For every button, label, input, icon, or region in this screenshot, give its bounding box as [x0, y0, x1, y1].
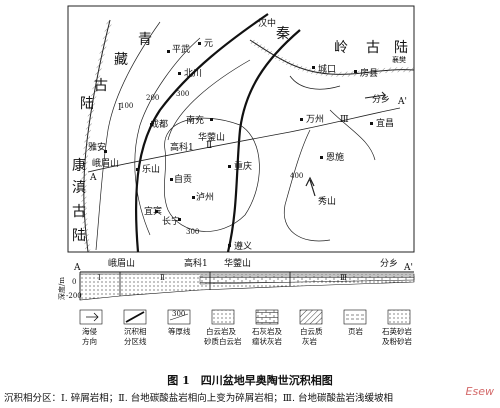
section-left: 峨眉山 — [108, 257, 135, 269]
legend-6-line1: 白云质 — [300, 326, 323, 336]
section-zone-1: Ⅰ — [98, 274, 101, 282]
city-fangxian: 房县 — [360, 67, 378, 79]
legend-4-line2: 砂质白云岩 — [204, 336, 242, 346]
zone-2: Ⅱ — [206, 141, 212, 151]
city-fenxiang: 分乡 — [372, 94, 390, 105]
legend-5-line2: 瘤状灰岩 — [252, 336, 282, 346]
city-gaoke: 高科1 — [170, 141, 194, 153]
map-frame — [67, 5, 415, 253]
east-shore — [289, 75, 341, 90]
watermark: Esew — [465, 385, 494, 398]
section-mid2: 华蓥山 — [224, 257, 251, 269]
city-hanzhong: 汉中 — [258, 17, 276, 29]
point-a: A — [89, 173, 97, 183]
city-nanchong: 南充 — [186, 114, 204, 126]
legend-1-line2: 方向 — [82, 336, 97, 346]
region-qinling-2: 岭 — [334, 40, 348, 56]
city-beichuan: 北川 — [184, 68, 202, 79]
city-enshi: 恩施 — [326, 151, 344, 163]
region-qinling-4: 陆 — [394, 40, 408, 56]
isopach-label-100: 100 — [120, 102, 133, 110]
region-qinling-3: 古 — [366, 40, 380, 56]
figure-note: 沉积相分区：Ⅰ. 碎屑岩相；Ⅱ. 台地碳酸盐岩相向上变为碎屑岩相；Ⅲ. 台地碳酸… — [4, 393, 393, 404]
isopach-label-200: 200 — [146, 94, 159, 102]
city-pingwu: 平武 — [172, 43, 190, 55]
region-kangdian-1: 康 — [72, 157, 86, 174]
isopach-label-400: 400 — [290, 172, 303, 180]
region-qinghai-4: 陆 — [80, 96, 94, 112]
legend-5-line1: 石灰岩及 — [252, 326, 282, 336]
isopach-label-300: 300 — [176, 90, 189, 98]
legend-8-line1: 石英砂岩 — [382, 326, 412, 336]
city-zigong: 自贡 — [174, 173, 192, 185]
legend-3-line1: 等厚线 — [168, 326, 191, 336]
figure-caption: 图 1 四川盆地早奥陶世沉积相图 — [167, 374, 333, 387]
isopach-300-closed — [163, 117, 260, 232]
city-huaying: 华蓥山 — [198, 131, 225, 143]
isopach-400 — [283, 129, 331, 242]
city-xiangfan: 襄樊 — [392, 55, 406, 64]
transgression-arrow-2 — [305, 176, 316, 197]
isopach-east — [329, 109, 376, 161]
isopach-100 — [95, 21, 161, 251]
region-kangdian-2: 滇 — [72, 180, 86, 196]
legend-1-line1: 海侵 — [82, 326, 97, 336]
legend-6-line2: 灰岩 — [302, 336, 317, 346]
legend-4-line1: 白云岩及 — [206, 326, 236, 336]
section-a: A — [73, 263, 81, 273]
city-chengdu: 成都 — [150, 118, 168, 130]
city-changning: 长宁 — [162, 215, 180, 227]
facies-line-2 — [226, 29, 301, 253]
city-xiushan: 秀山 — [318, 195, 336, 207]
section-zone-3: Ⅲ — [340, 274, 347, 282]
section-right: 分乡 — [380, 258, 398, 269]
section-mid1: 高科1 — [184, 257, 208, 269]
city-ya-an: 雅安 — [88, 141, 106, 153]
zone-3: Ⅲ — [340, 115, 349, 125]
isopach-200 — [134, 37, 201, 236]
region-kangdian-4: 陆 — [72, 228, 86, 244]
legend-2-line1: 沉积相 — [124, 326, 147, 336]
region-qinghai-2: 藏 — [114, 52, 128, 68]
point-a-prime: A' — [397, 97, 407, 107]
section-tick-200: -200 — [66, 292, 82, 300]
region-qinghai-1: 青 — [138, 32, 152, 48]
zone-1: Ⅰ — [118, 103, 122, 113]
legend: 300 — [79, 309, 411, 325]
section-zone-2: Ⅱ — [160, 274, 165, 282]
city-yibin: 宜宾 — [144, 205, 162, 217]
facies-line-1 — [134, 13, 269, 253]
city-leshan: 乐山 — [142, 163, 160, 175]
section-axis-label: 深度/m — [57, 277, 66, 300]
isopach-label-300b: 300 — [186, 228, 199, 236]
section-a-prime: A' — [403, 263, 413, 273]
legend-sample-value: 300 — [172, 310, 185, 318]
section-line — [87, 107, 401, 173]
city-luzhou: 泸州 — [196, 192, 214, 203]
section-tick-0: 0 — [72, 278, 76, 286]
city-chengkou: 城口 — [318, 64, 336, 75]
city-yichang: 宜昌 — [376, 117, 394, 129]
legend-7-line1: 页岩 — [348, 326, 363, 336]
isopach-300 — [167, 59, 251, 141]
legend-8-line2: 及粉砂岩 — [382, 336, 412, 346]
transgression-arrow-1 — [364, 91, 387, 100]
city-zunyi: 遵义 — [234, 240, 252, 252]
city-guangyuan: 元 — [204, 39, 213, 49]
region-qinghai-3: 古 — [94, 78, 108, 94]
city-dots — [104, 42, 373, 247]
region-qinling-1: 秦 — [276, 26, 290, 42]
city-emeishan: 峨眉山 — [92, 157, 119, 169]
legend-2-line2: 分区线 — [124, 336, 147, 346]
city-wanzhou: 万州 — [306, 114, 324, 125]
region-kangdian-3: 古 — [72, 204, 86, 220]
city-chongqing: 重庆 — [234, 160, 252, 172]
cross-section — [79, 271, 415, 301]
